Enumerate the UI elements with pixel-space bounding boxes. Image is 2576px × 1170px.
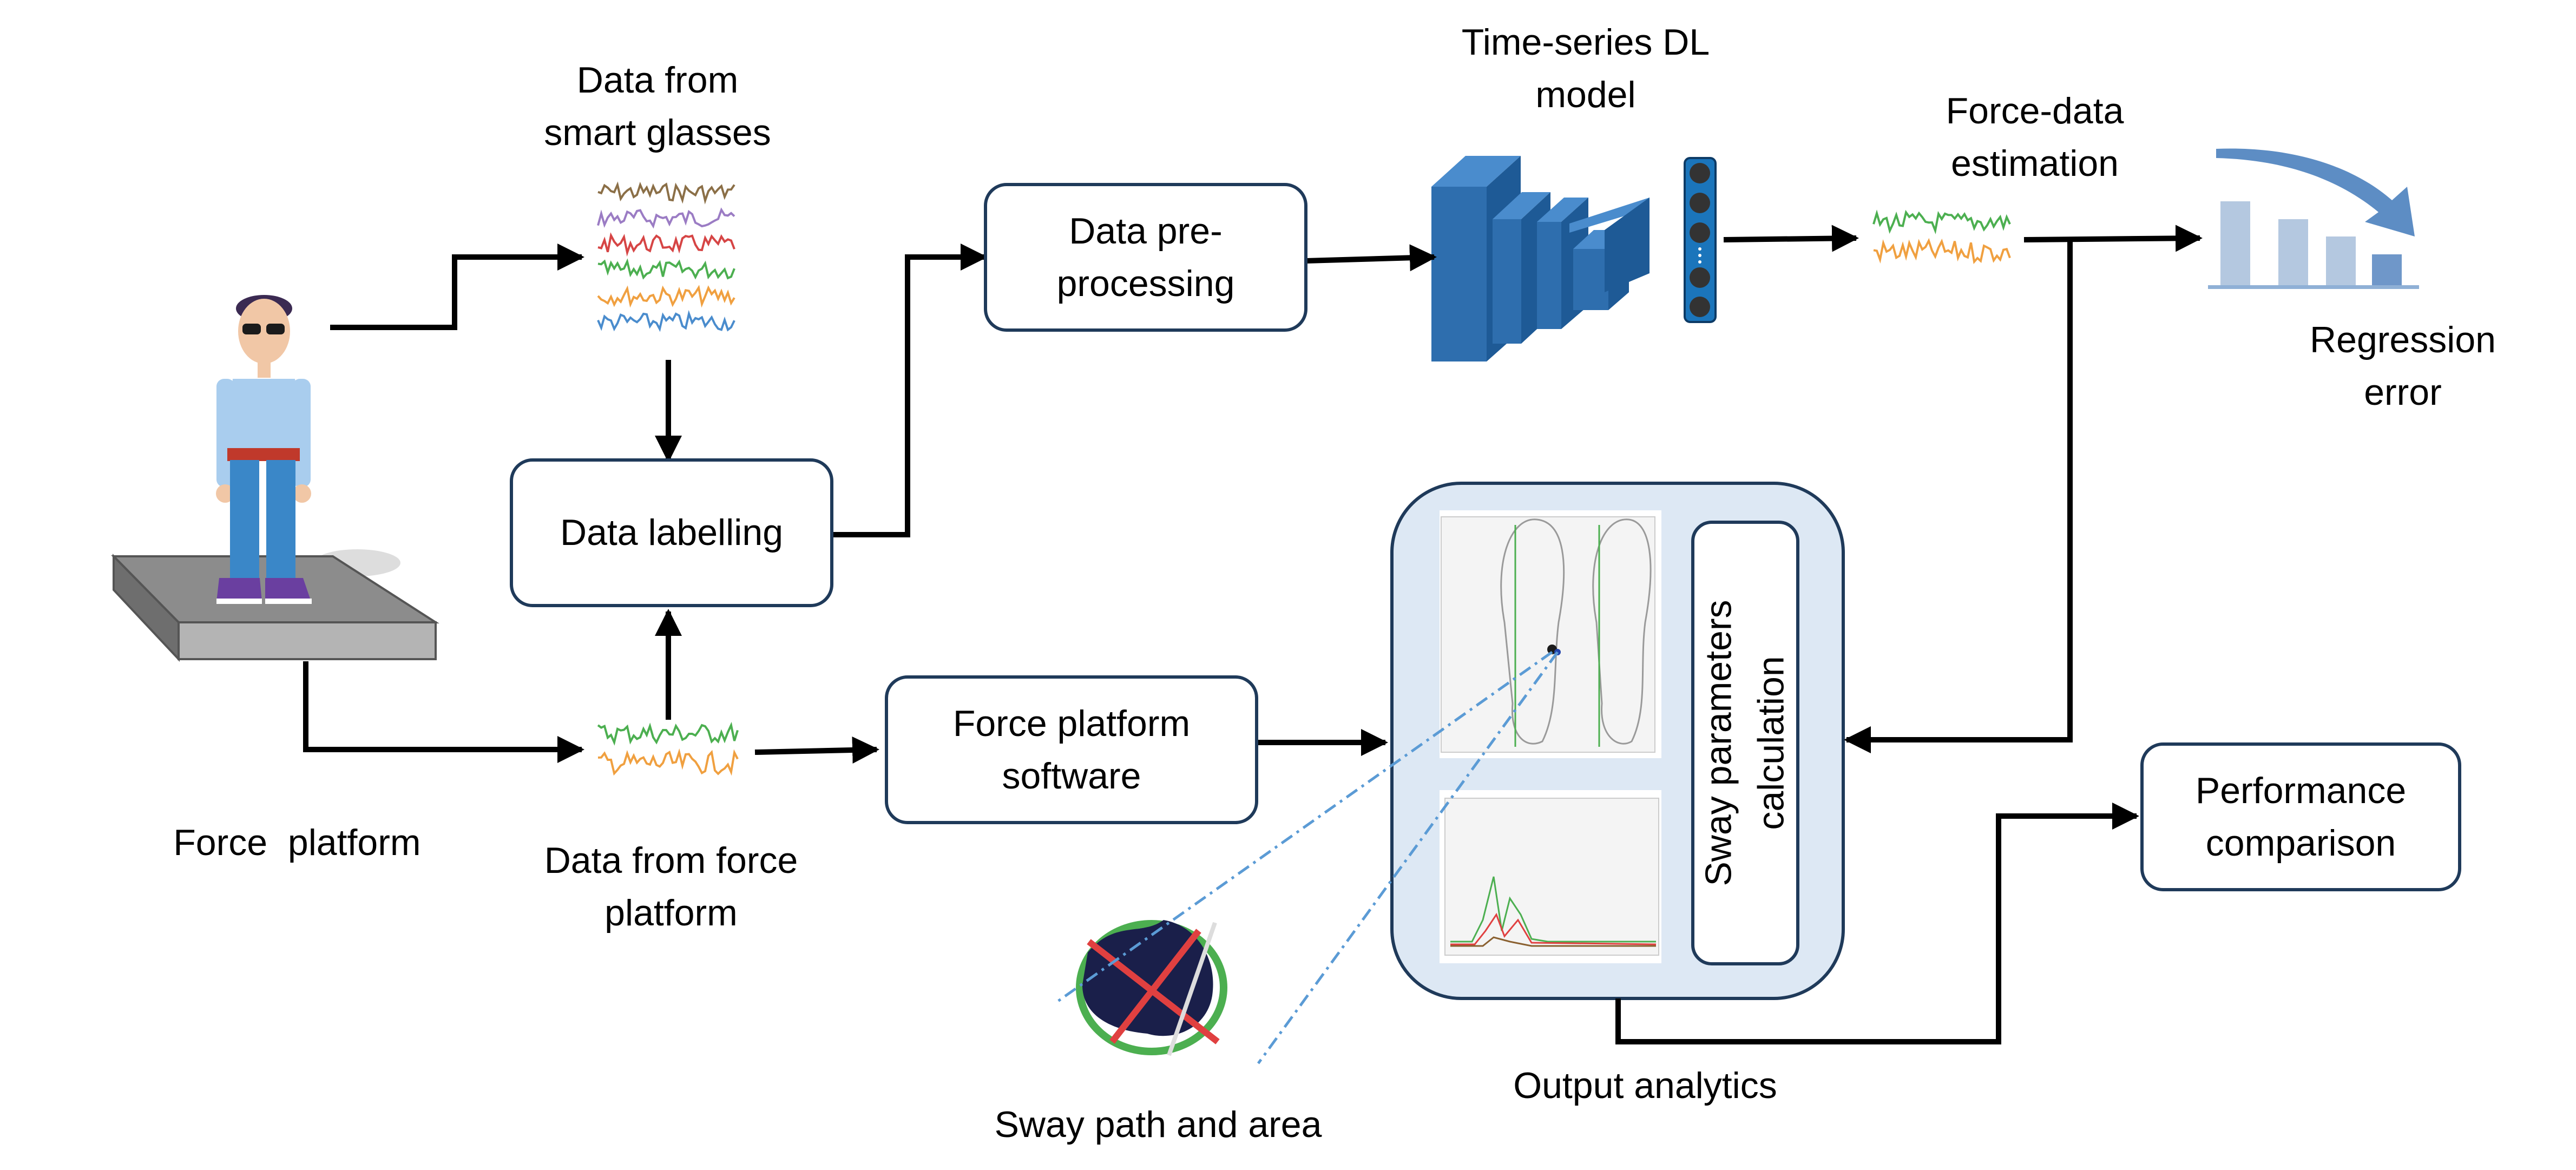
preprocessing-label-1: Data pre- xyxy=(1069,210,1223,252)
multichannel-signal-icon xyxy=(597,181,735,332)
force-platform-label: Force platform xyxy=(124,764,449,869)
labelling-box: Data labelling xyxy=(510,458,833,607)
zoom-line-right xyxy=(1257,651,1559,1064)
force-estimation-label: Force-data estimation xyxy=(1905,85,2165,190)
force-data-label: Data from force platform xyxy=(476,834,866,939)
performance-label-2: comparison xyxy=(2205,822,2396,864)
performance-label-1: Performance xyxy=(2195,770,2407,811)
software-label-2: software xyxy=(1002,755,1141,797)
sway-path-label: Sway path and area xyxy=(931,1099,1385,1151)
arrow-person-to-glasses xyxy=(330,244,584,330)
arrows xyxy=(303,225,2203,1044)
dl-model-label-1: Time-series DL xyxy=(1461,22,1710,63)
glasses-label-2: smart glasses xyxy=(544,112,771,153)
signal-trace xyxy=(597,232,735,257)
arrow-preprocessing-to-model xyxy=(1305,244,1437,272)
signal-trace xyxy=(597,748,739,776)
person-icon xyxy=(216,295,312,604)
labelling-label: Data labelling xyxy=(560,512,784,553)
performance-box: Performance comparison xyxy=(2140,742,2461,891)
arrow-estimation-to-regression xyxy=(2023,225,2203,252)
force-data-label-1: Data from force xyxy=(544,840,798,881)
glasses-label: Data from smart glasses xyxy=(487,54,828,159)
glasses-label-1: Data from xyxy=(576,60,739,101)
dl-model-label-2: model xyxy=(1535,74,1636,115)
arrow-force-signals-to-software xyxy=(754,737,879,764)
arrow-analytics-to-performance xyxy=(1615,803,2139,1044)
force-estimation-label-2: estimation xyxy=(1951,143,2119,184)
signal-trace xyxy=(1873,238,2011,265)
two-channel-signal-icon xyxy=(597,721,739,776)
force-platform-text: Force platform xyxy=(173,822,421,863)
arrow-labelling-to-preprocessing xyxy=(833,244,988,537)
force-estimation-label-1: Force-data xyxy=(1946,90,2124,132)
sway-calculation-box: Sway parameters calculation xyxy=(1691,521,1799,965)
arrow-platform-to-force-signals xyxy=(303,661,584,763)
signal-trace xyxy=(597,207,735,229)
signal-trace xyxy=(597,181,735,205)
bar-chart-down-icon xyxy=(2208,148,2419,289)
cnn-layers-icon xyxy=(1431,156,1650,361)
regression-error-label-1: Regression xyxy=(2310,319,2496,360)
signal-trace xyxy=(597,258,735,280)
arrow-estimation-to-sway xyxy=(1844,240,2073,753)
two-channel-signal-icon xyxy=(1872,209,2011,265)
spectrum-plot-icon xyxy=(1440,790,1661,963)
sway-label-1: Sway parameters xyxy=(1698,600,1739,886)
force-data-label-2: platform xyxy=(604,892,738,934)
signal-trace xyxy=(597,285,735,308)
signal-trace xyxy=(597,310,735,332)
signal-trace xyxy=(597,721,739,746)
regression-error-label-2: error xyxy=(2364,372,2442,413)
preprocessing-box: Data pre-processing xyxy=(984,183,1307,332)
arrow-model-to-estimation xyxy=(1723,225,1859,252)
output-analytics-label: Output analytics xyxy=(1450,1060,1840,1112)
force-platform-software-box: Force platform software xyxy=(885,675,1258,824)
software-label-1: Force platform xyxy=(952,702,1191,744)
dl-model-label: Time-series DL model xyxy=(1418,16,1753,121)
sway-label-2: calculation xyxy=(1751,656,1792,830)
zoom-line-left xyxy=(1057,650,1553,1003)
sway-path-text: Sway path and area xyxy=(994,1104,1322,1145)
output-analytics-text: Output analytics xyxy=(1513,1065,1777,1106)
regression-error-label: Regression error xyxy=(2273,314,2533,419)
sway-ellipse-icon xyxy=(1076,920,1227,1056)
dense-layer-icon xyxy=(1684,157,1717,323)
preprocessing-label-2: processing xyxy=(1056,262,1235,304)
signal-trace xyxy=(1872,209,2011,235)
footprint-plot-icon xyxy=(1440,510,1661,758)
